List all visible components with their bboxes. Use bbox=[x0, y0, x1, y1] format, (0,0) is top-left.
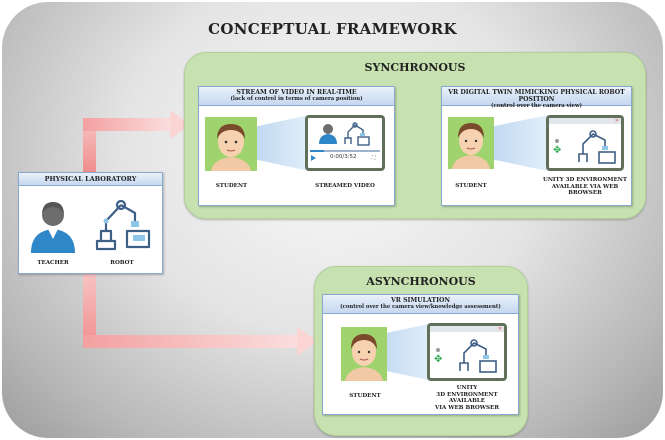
stream-card-header: STREAM OF VIDEO IN REAL-TIME (lack of co… bbox=[199, 87, 394, 106]
stream-video-card: STREAM OF VIDEO IN REAL-TIME (lack of co… bbox=[198, 86, 395, 206]
sim-env-line-3: VIA WEB BROWSER bbox=[435, 404, 499, 411]
arrow-to-synchronous bbox=[83, 110, 190, 172]
unity-sim-browser-frame: ✕ ✥ bbox=[427, 323, 507, 381]
robot-icon bbox=[95, 199, 151, 251]
unity-browser-frame: ✕ ✥ bbox=[546, 115, 624, 171]
stream-student-label: STUDENT bbox=[215, 183, 248, 189]
browser-toolbar bbox=[549, 118, 621, 124]
move-icon[interactable]: ✥ bbox=[434, 354, 443, 365]
sim-camera-view-beam bbox=[379, 323, 433, 381]
video-progress-fill bbox=[310, 150, 324, 152]
robot-sim-icon bbox=[459, 339, 497, 373]
sim-card-subtitle: (control over the camera view/knowledge … bbox=[340, 304, 501, 310]
sim-env-line-2: 3D ENVIRONMENT AVAILABLE bbox=[436, 391, 498, 405]
teacher-mini-icon bbox=[319, 124, 337, 144]
student-avatar bbox=[205, 117, 257, 171]
vr-camera-view-beam bbox=[494, 115, 548, 171]
vr-card-title: VR DIGITAL TWIN MIMICKING PHYSICAL ROBOT… bbox=[448, 89, 625, 103]
vr-student-label: STUDENT bbox=[455, 183, 487, 189]
robot-twin-icon bbox=[578, 130, 616, 164]
video-progress-track[interactable] bbox=[310, 150, 380, 152]
browser-toolbar bbox=[430, 326, 504, 332]
sim-env-line-1: UNITY bbox=[456, 385, 478, 391]
vr-simulation-card: VR SIMULATION (control over the camera v… bbox=[322, 294, 519, 415]
vr-environment-label: UNITY 3D ENVIRONMENT AVAILABLE VIA WEB B… bbox=[542, 177, 628, 197]
streamed-video-label: STREAMED VIDEO bbox=[315, 183, 375, 189]
vr-digital-twin-card: VR DIGITAL TWIN MIMICKING PHYSICAL ROBOT… bbox=[441, 86, 632, 206]
play-icon[interactable] bbox=[311, 155, 316, 161]
robot-label: ROBOT bbox=[110, 260, 134, 266]
vr-env-line-3: BROWSER bbox=[568, 190, 602, 196]
close-icon[interactable]: ✕ bbox=[614, 118, 619, 124]
streamed-video-frame: 0:00/3:52 ⛶ bbox=[305, 115, 385, 171]
teacher-label: TEACHER bbox=[37, 260, 69, 266]
teacher-icon bbox=[31, 202, 75, 253]
diagram-title: CONCEPTUAL FRAMEWORK bbox=[208, 20, 457, 38]
close-icon[interactable]: ✕ bbox=[497, 326, 502, 332]
sim-card-title: VR SIMULATION bbox=[390, 297, 451, 304]
stream-card-subtitle: (lack of control in terms of camera posi… bbox=[230, 96, 363, 102]
arrow-to-asynchronous bbox=[83, 272, 318, 356]
camera-dot-icon bbox=[436, 348, 440, 352]
physical-laboratory-card: PHYSICAL LABORATORY TEACHER ROBOT bbox=[18, 172, 163, 274]
camera-view-beam bbox=[257, 115, 309, 171]
sim-environment-label: UNITY 3D ENVIRONMENT AVAILABLE VIA WEB B… bbox=[419, 385, 515, 411]
robot-mini-icon bbox=[344, 122, 370, 146]
asynchronous-title: ASYNCHRONOUS bbox=[366, 275, 476, 288]
video-time: 0:00/3:52 bbox=[330, 154, 357, 160]
fullscreen-icon[interactable]: ⛶ bbox=[372, 155, 376, 161]
stream-card-title: STREAM OF VIDEO IN REAL-TIME bbox=[236, 89, 357, 96]
student-avatar bbox=[341, 327, 387, 381]
physical-laboratory-title: PHYSICAL LABORATORY bbox=[19, 173, 162, 186]
vr-env-line-1: UNITY 3D ENVIRONMENT bbox=[542, 177, 628, 183]
synchronous-title: SYNCHRONOUS bbox=[364, 61, 466, 74]
sim-student-label: STUDENT bbox=[349, 393, 381, 399]
vr-env-line-2: AVAILABLE VIA WEB bbox=[551, 183, 619, 190]
camera-dot-icon bbox=[555, 139, 559, 143]
student-avatar bbox=[448, 117, 494, 169]
sim-card-header: VR SIMULATION (control over the camera v… bbox=[323, 295, 518, 314]
vr-card-subtitle: (control over the camera view) bbox=[490, 103, 583, 109]
vr-card-header: VR DIGITAL TWIN MIMICKING PHYSICAL ROBOT… bbox=[442, 87, 631, 109]
move-icon[interactable]: ✥ bbox=[553, 145, 562, 156]
